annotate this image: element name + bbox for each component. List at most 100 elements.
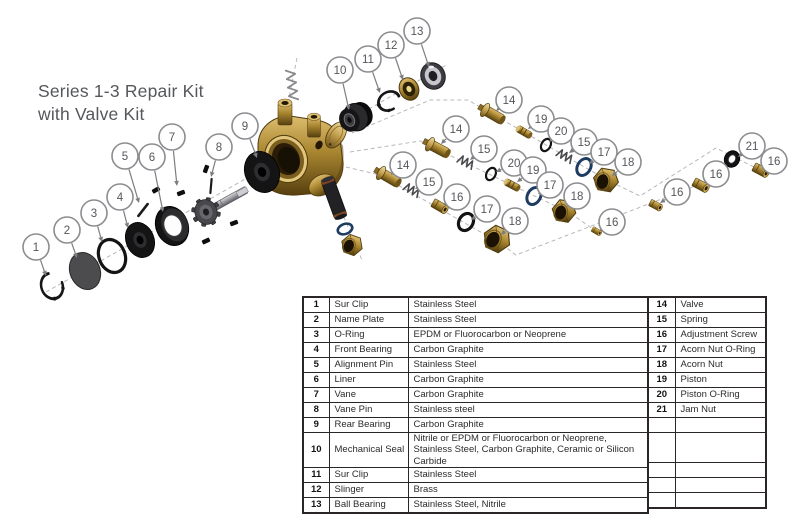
balloon-7: 7: [158, 123, 186, 186]
cell-part: [674, 417, 767, 433]
title-line-2: with Valve Kit: [38, 104, 145, 125]
cell-num: [647, 492, 676, 509]
cell-part: [674, 432, 767, 463]
leader-line: [420, 44, 428, 63]
adjustment-screw-part: [691, 177, 710, 193]
cell-num: 1: [302, 296, 330, 313]
balloon-circle: [80, 199, 108, 227]
leader-line: [663, 199, 666, 201]
leader-arrowhead: [209, 171, 215, 177]
cell-material: Brass: [407, 482, 649, 499]
leader-line: [128, 169, 139, 199]
leader-line: [154, 170, 163, 208]
balloon-circle: [536, 171, 564, 199]
cell-part: Acorn Nut: [674, 357, 767, 373]
balloon-circle: [106, 183, 134, 211]
piston-o-ring-part: [539, 137, 553, 153]
balloon-number: 15: [423, 177, 436, 189]
balloon-circle: [598, 208, 626, 236]
leader-arrowhead: [124, 222, 130, 228]
parts-layer: [39, 62, 770, 301]
acorn-o-ring-part: [336, 222, 354, 236]
valve-cylinder-part: [321, 176, 347, 220]
leader-arrowhead: [174, 180, 179, 186]
balloon-number: 18: [571, 191, 584, 203]
leader-line: [444, 138, 447, 141]
balloon-circle: [231, 112, 259, 140]
piston-part: [503, 178, 521, 192]
leader-line: [172, 150, 178, 182]
balloon-11: 11: [354, 45, 382, 93]
mechanical-seal-part: [339, 102, 373, 132]
cell-part: Rear Bearing: [328, 417, 409, 433]
cell-part: Piston O-Ring: [674, 387, 767, 403]
cell-part: Sur Clip: [328, 296, 409, 313]
leader-line: [71, 242, 76, 254]
balloon-2: 2: [53, 216, 81, 258]
leader-line: [504, 230, 506, 232]
leader-line: [615, 170, 618, 174]
balloon-number: 19: [527, 165, 540, 177]
o-ring-part: [96, 237, 128, 275]
acorn-o-ring-part: [575, 157, 593, 177]
acorn-nut-part: [592, 167, 620, 193]
balloon-14: 14: [441, 115, 470, 144]
balloon-3: 3: [80, 199, 108, 242]
cell-num: 14: [647, 296, 676, 313]
cell-material: Stainless steel: [407, 402, 649, 418]
leader-arrowhead: [135, 197, 140, 203]
leader-arrowhead: [471, 215, 477, 220]
acorn-o-ring-part: [456, 211, 476, 233]
balloon-number: 14: [397, 160, 410, 172]
leader-arrowhead: [425, 61, 430, 67]
cell-part: Jam Nut: [674, 402, 767, 418]
vane-part: [201, 237, 211, 245]
table-row: [647, 417, 767, 433]
cell-material: Nitrile or EPDM or Fluorocarbon or Neopr…: [407, 431, 649, 469]
leader-arrowhead: [98, 236, 103, 242]
cell-num: [647, 477, 676, 493]
balloon-number: 19: [535, 114, 548, 126]
balloon-number: 20: [555, 126, 568, 138]
balloon-16: 16: [702, 160, 730, 188]
balloon-6: 6: [138, 143, 166, 212]
cell-num: 2: [302, 312, 330, 328]
balloon-number: 16: [606, 217, 619, 229]
cell-num: [647, 462, 676, 478]
shaft-rotor-part: [191, 186, 249, 227]
title-line-1: Series 1-3 Repair Kit: [38, 81, 204, 101]
leader-arrowhead: [441, 138, 447, 144]
balloon-number: 8: [216, 142, 222, 154]
balloon-circle: [663, 178, 691, 206]
balloon-16: 16: [760, 147, 788, 175]
leader-line: [342, 83, 349, 106]
balloon-circle: [354, 45, 382, 73]
cell-num: 5: [302, 357, 330, 373]
liner-part: [154, 206, 190, 246]
cell-material: Carbon Graphite: [407, 417, 649, 433]
balloon-number: 4: [117, 192, 124, 204]
balloon-number: 15: [578, 137, 591, 149]
name-plate-part: [68, 252, 102, 290]
cell-num: 20: [647, 387, 676, 403]
balloon-14: 14: [495, 86, 523, 114]
cell-part: Slinger: [328, 482, 409, 499]
balloon-1: 1: [22, 233, 50, 276]
leader-arrowhead: [660, 198, 666, 203]
balloon-15: 15: [470, 135, 498, 163]
cell-num: 6: [302, 372, 330, 388]
leader-arrowhead: [399, 74, 404, 80]
balloon-13: 13: [403, 17, 431, 67]
balloon-circle: [614, 148, 642, 176]
balloon-circle: [53, 216, 81, 244]
dashed-center-line: [345, 166, 704, 256]
spring-part: [456, 155, 474, 171]
table-row: [647, 432, 767, 463]
